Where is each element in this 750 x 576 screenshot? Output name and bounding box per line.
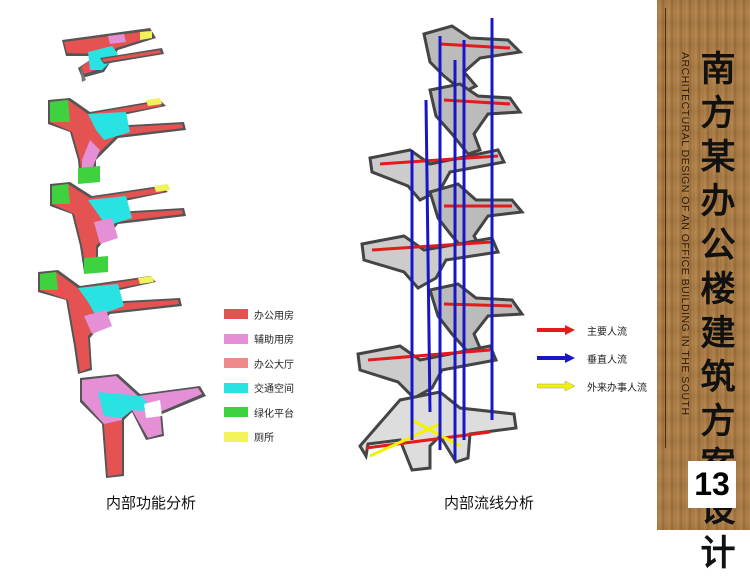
legend-label: 交通空间 bbox=[254, 384, 294, 396]
legend-item-hall: 办公大厅 bbox=[224, 351, 294, 376]
flow-legend: 主要人流 垂直人流 外来办事人流 bbox=[537, 316, 647, 400]
legend-item-office: 办公用房 bbox=[224, 302, 294, 327]
legend-swatch bbox=[224, 358, 248, 369]
functional-analysis-diagram bbox=[38, 28, 206, 478]
flow-legend-main: 主要人流 bbox=[537, 316, 647, 344]
legend-label: 厕所 bbox=[254, 433, 274, 445]
circulation-analysis-caption: 内部流线分析 bbox=[444, 494, 535, 512]
legend-swatch bbox=[224, 407, 248, 418]
legend-label: 辅助用房 bbox=[254, 335, 294, 347]
flow-legend-vertical: 垂直人流 bbox=[537, 344, 647, 372]
legend-item-toilet: 厕所 bbox=[224, 425, 294, 450]
flow-label: 主要人流 bbox=[587, 326, 627, 338]
legend-item-auxiliary: 辅助用房 bbox=[224, 327, 294, 352]
functional-analysis-caption: 内部功能分析 bbox=[106, 494, 197, 512]
legend-swatch bbox=[224, 431, 248, 442]
yellow-arrow-icon bbox=[537, 381, 575, 391]
floor-plate-3 bbox=[50, 182, 186, 274]
legend-label: 绿化平台 bbox=[254, 408, 294, 420]
legend-item-green-terrace: 绿化平台 bbox=[224, 400, 294, 425]
flow-label: 外来办事人流 bbox=[587, 382, 647, 394]
flow-label: 垂直人流 bbox=[587, 354, 627, 366]
floor-plate-1 bbox=[80, 374, 206, 478]
blue-arrow-icon bbox=[537, 353, 575, 363]
legend-swatch bbox=[224, 382, 248, 393]
circ-floor-6 bbox=[422, 24, 524, 94]
red-arrow-icon bbox=[537, 325, 575, 335]
floor-plate-5 bbox=[62, 28, 164, 82]
page-number: 13 bbox=[688, 461, 736, 508]
floor-plate-2 bbox=[38, 270, 182, 374]
legend-item-circulation: 交通空间 bbox=[224, 376, 294, 401]
sidebar-divider bbox=[665, 8, 666, 448]
legend-swatch bbox=[224, 309, 248, 320]
circ-floor-5 bbox=[368, 82, 523, 202]
function-legend: 办公用房 辅助用房 办公大厅 交通空间 绿化平台 厕所 bbox=[224, 302, 294, 449]
legend-label: 办公大厅 bbox=[254, 359, 294, 371]
circ-floor-3 bbox=[356, 282, 525, 400]
legend-swatch bbox=[224, 333, 248, 344]
vertical-flow-lines bbox=[410, 18, 494, 460]
title-sidebar bbox=[657, 0, 750, 530]
floor-plate-4 bbox=[48, 98, 186, 184]
circ-floor-4 bbox=[360, 182, 525, 290]
flow-legend-visitor: 外来办事人流 bbox=[537, 372, 647, 400]
english-title: ARCHITECTURAL DESIGN OF AN OFFICE BUILDI… bbox=[679, 52, 691, 416]
circulation-analysis-diagram bbox=[356, 18, 525, 472]
legend-label: 办公用房 bbox=[254, 310, 294, 322]
